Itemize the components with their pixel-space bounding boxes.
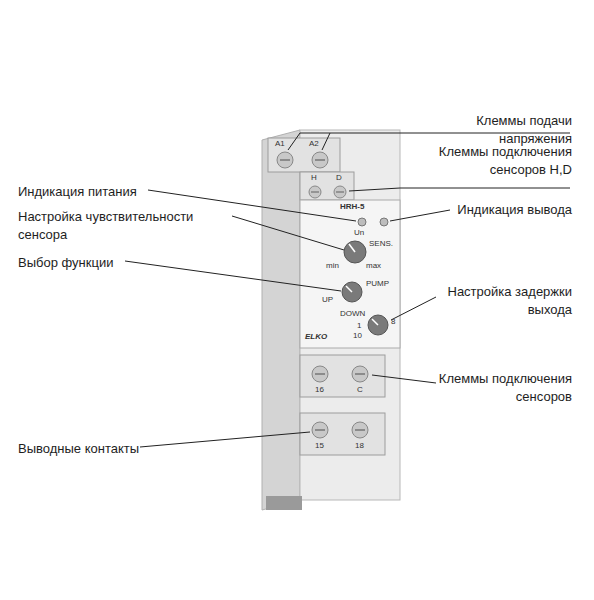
panel-mark: max <box>366 262 381 271</box>
callout-text: Индикация питания <box>18 183 137 201</box>
model-name: HRH-5 <box>340 203 364 212</box>
panel-mark: UP <box>322 296 333 305</box>
terminal-mark: A2 <box>309 140 319 149</box>
terminal-mark: D <box>336 174 342 183</box>
terminal-mark: 18 <box>355 442 364 451</box>
callout-text: Клеммы подключения сенсоров <box>422 370 572 406</box>
scale-number: 1 <box>357 322 361 331</box>
panel-mark: min <box>326 262 339 271</box>
brand-logo: ELKO <box>305 333 327 342</box>
callout-text: Выводные контакты <box>18 440 139 458</box>
panel-mark: SENS. <box>369 240 393 249</box>
panel-mark: DOWN <box>340 310 365 319</box>
scale-number: 10 <box>353 332 362 341</box>
callout-text: Настройка задержки выхода <box>422 283 572 319</box>
scale-number: 8 <box>391 318 395 327</box>
terminal-mark: A1 <box>275 140 285 149</box>
terminal-mark: 16 <box>315 386 324 395</box>
callout-text: Клеммы подачи напряжения <box>422 112 572 148</box>
terminal-mark: H <box>311 174 317 183</box>
callout-text: Выбор функции <box>18 254 113 272</box>
terminal-mark: 15 <box>315 442 324 451</box>
terminal-mark: C <box>357 386 363 395</box>
callout-text: Индикация вывода <box>422 201 572 219</box>
panel-mark: PUMP <box>366 280 389 289</box>
callout-text: Клеммы подключения сенсоров H,D <box>422 143 572 179</box>
panel-mark: Un <box>354 229 364 238</box>
callout-text: Настройка чувствительности сенсора <box>18 208 233 244</box>
